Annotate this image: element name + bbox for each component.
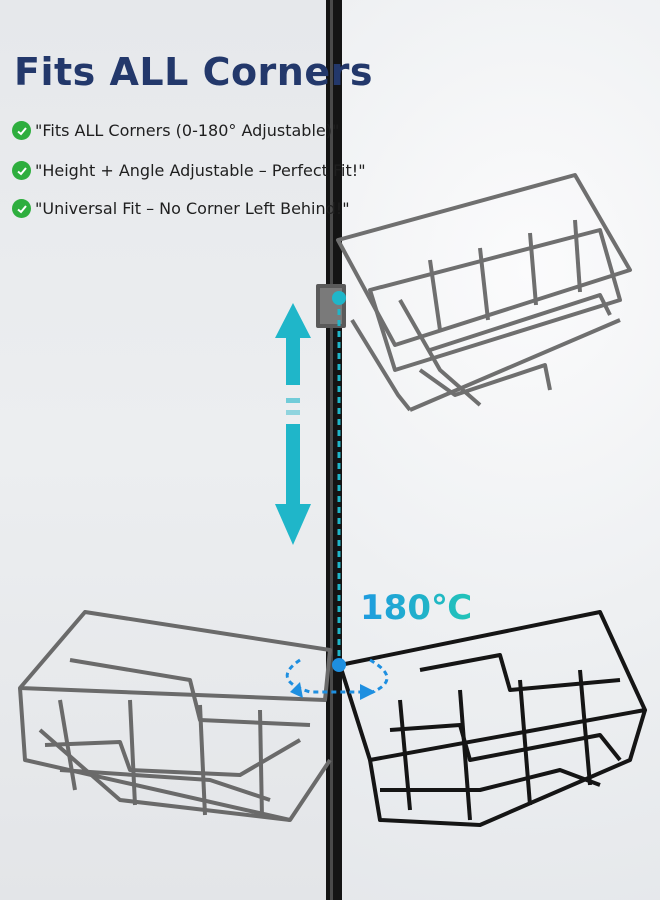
angle-label: 180℃	[360, 588, 473, 628]
feature-text: "Height + Angle Adjustable – Perfect Fit…	[35, 161, 366, 180]
feature-text: "Fits ALL Corners (0-180° Adjustable)"	[35, 121, 340, 140]
headline: Fits ALL Corners	[14, 50, 373, 94]
feature-text: "Universal Fit – No Corner Left Behind!"	[35, 199, 350, 218]
feature-item: "Universal Fit – No Corner Left Behind!"	[12, 199, 350, 218]
lower-right-basket	[338, 610, 647, 827]
lower-left-basket	[18, 610, 332, 822]
feature-item: "Fits ALL Corners (0-180° Adjustable)"	[12, 121, 339, 140]
guide-dot-bottom	[332, 658, 346, 672]
check-icon	[12, 121, 31, 140]
guide-dot-top	[332, 291, 346, 305]
upper-basket	[316, 173, 632, 412]
pole-highlight	[330, 0, 333, 900]
vertical-double-arrow-icon	[275, 303, 311, 545]
check-icon	[12, 161, 31, 180]
wall-left-panel	[0, 0, 330, 900]
rotation-arrow-icon	[285, 658, 389, 700]
check-icon	[12, 199, 31, 218]
feature-item: "Height + Angle Adjustable – Perfect Fit…	[12, 161, 366, 180]
